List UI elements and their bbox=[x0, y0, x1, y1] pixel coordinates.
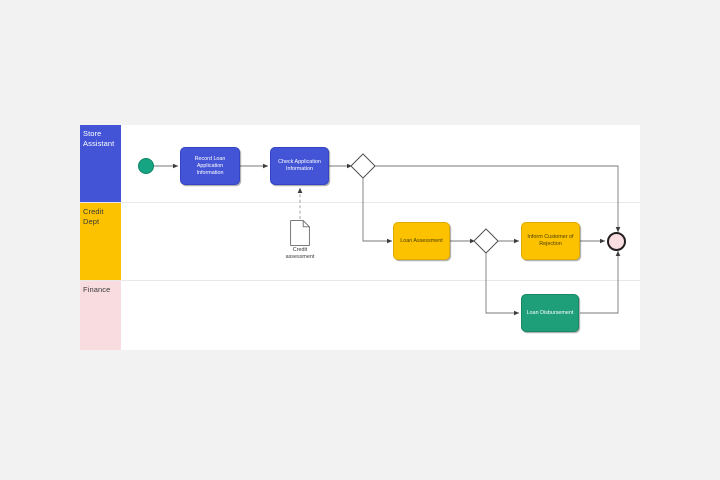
lane-label-line1: Store bbox=[83, 129, 102, 138]
task-label: Record Loan Application Information bbox=[194, 155, 226, 176]
credit-assessment-label: Credit assessment bbox=[270, 247, 330, 261]
lane-header-finance[interactable]: Finance bbox=[80, 281, 121, 350]
task-label: Loan Assessment bbox=[400, 237, 443, 244]
data-label-line1: Credit bbox=[292, 247, 308, 253]
lane-label-line1: Credit bbox=[83, 207, 104, 216]
record-loan-application-information-task[interactable]: Record Loan Application Information bbox=[180, 147, 240, 185]
start-event[interactable] bbox=[138, 158, 154, 174]
lane-header-store-assistant[interactable]: Store Assistant bbox=[80, 125, 121, 202]
credit-assessment-data-object[interactable] bbox=[290, 220, 310, 246]
end-event[interactable] bbox=[607, 232, 626, 251]
data-label-line2: assessment bbox=[285, 254, 315, 260]
flow-gateway1-to-loanassessment bbox=[362, 176, 393, 244]
task-label: Inform Customer of Rejection bbox=[527, 234, 574, 247]
inform-customer-of-rejection-task[interactable]: Inform Customer of Rejection bbox=[521, 222, 580, 260]
lane-store-assistant[interactable]: Store Assistant bbox=[80, 125, 640, 203]
lane-label-line2: Dept bbox=[83, 216, 100, 226]
loan-assessment-task[interactable]: Loan Assessment bbox=[393, 222, 450, 260]
check-application-information-task[interactable]: Check Application Information bbox=[270, 147, 329, 185]
task-label: Check Application Information bbox=[278, 159, 321, 172]
task-label: Loan Disbursement bbox=[526, 309, 574, 316]
flow-gateway2-to-disbursement bbox=[485, 252, 520, 316]
lane-label-store-assistant: Store Assistant bbox=[83, 129, 121, 148]
lane-header-credit-dept[interactable]: Credit Dept bbox=[80, 203, 121, 280]
lane-label-credit-dept: Credit Dept bbox=[83, 207, 121, 226]
lane-label-finance: Finance bbox=[83, 285, 121, 295]
lane-label-line2: Assistant bbox=[83, 138, 115, 148]
lane-label-line1: Finance bbox=[83, 285, 111, 294]
flow-disbursement-to-end bbox=[580, 250, 621, 314]
flow-gateway1-to-end bbox=[374, 165, 621, 233]
loan-disbursement-task[interactable]: Loan Disbursement bbox=[521, 294, 579, 332]
